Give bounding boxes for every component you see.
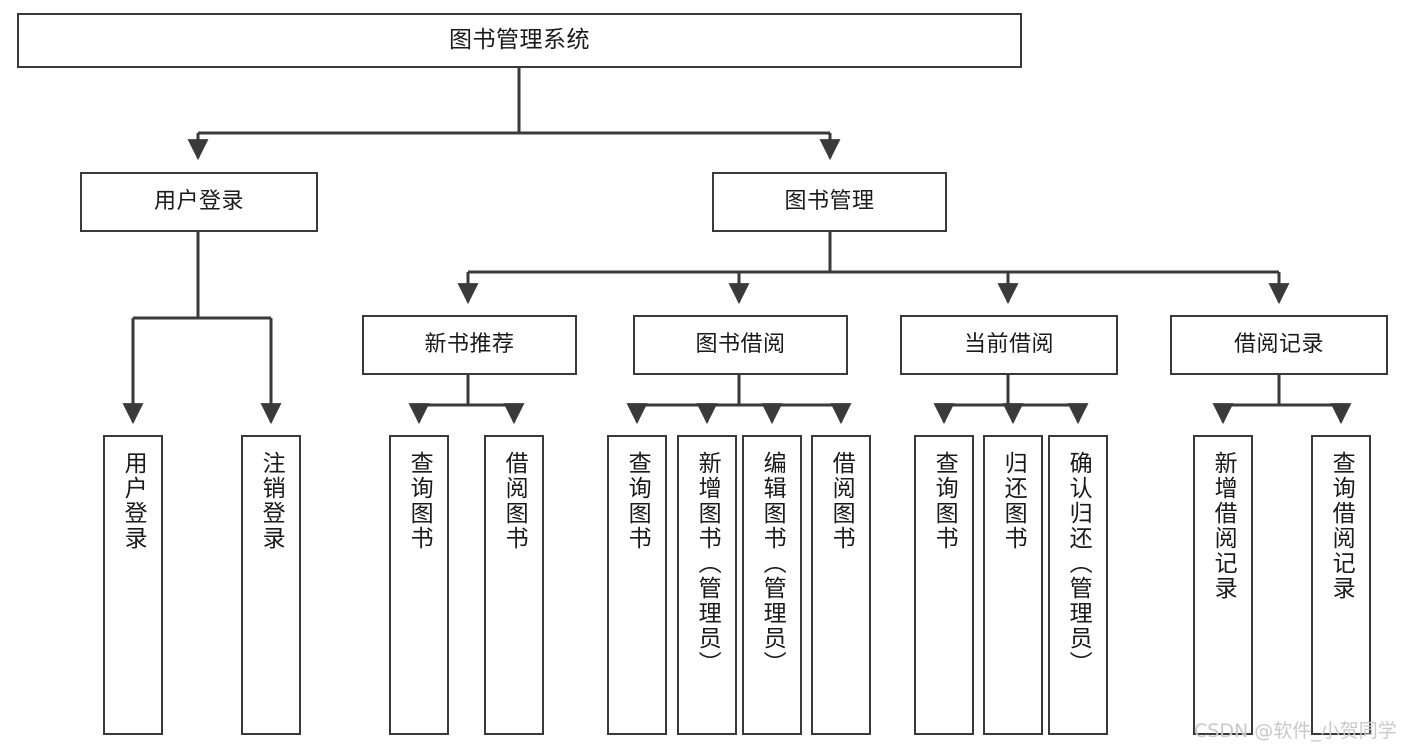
leaf-borrow-book-new[interactable]: 借阅图书 xyxy=(484,435,544,735)
node-label: 图书管理系统 xyxy=(449,26,590,53)
leaf-user-login[interactable]: 用户登录 xyxy=(103,435,163,735)
leaf-return-book[interactable]: 归还图书 xyxy=(983,435,1043,735)
leaf-query-borrow-record[interactable]: 查询借阅记录 xyxy=(1311,435,1371,735)
node-label: 当前借阅 xyxy=(963,331,1054,357)
node-label: 借阅图书 xyxy=(501,451,528,551)
leaf-edit-book-admin[interactable]: 编辑图书（管理员） xyxy=(742,435,802,735)
leaf-add-borrow-record[interactable]: 新增借阅记录 xyxy=(1193,435,1253,735)
node-label: 查询图书 xyxy=(624,451,651,551)
leaf-add-book-admin[interactable]: 新增图书（管理员） xyxy=(677,435,737,735)
node-current-borrow[interactable]: 当前借阅 xyxy=(900,315,1118,375)
node-label: 图书借阅 xyxy=(695,331,786,357)
node-label: 新增图书（管理员） xyxy=(694,451,721,676)
node-label: 新书推荐 xyxy=(424,331,515,357)
node-borrow-record[interactable]: 借阅记录 xyxy=(1170,315,1388,375)
node-label: 查询图书 xyxy=(931,451,958,551)
node-label: 注销登录 xyxy=(258,451,285,551)
node-label: 确认归还（管理员） xyxy=(1065,451,1092,676)
node-label: 新增借阅记录 xyxy=(1210,451,1237,601)
node-root-book-management-system[interactable]: 图书管理系统 xyxy=(17,13,1022,68)
node-book-borrow[interactable]: 图书借阅 xyxy=(633,315,848,375)
node-label: 用户登录 xyxy=(153,188,244,214)
leaf-query-book-current[interactable]: 查询图书 xyxy=(914,435,974,735)
node-label: 图书管理 xyxy=(784,188,875,214)
leaf-borrow-book[interactable]: 借阅图书 xyxy=(811,435,871,735)
node-new-book-recommend[interactable]: 新书推荐 xyxy=(362,315,577,375)
csdn-watermark: CSDN @软件_小贺同学 xyxy=(1194,720,1397,742)
node-user-login[interactable]: 用户登录 xyxy=(80,172,318,232)
leaf-query-book-borrow[interactable]: 查询图书 xyxy=(607,435,667,735)
node-label: 编辑图书（管理员） xyxy=(759,451,786,676)
node-label: 查询借阅记录 xyxy=(1328,451,1355,601)
node-label: 查询图书 xyxy=(406,451,433,551)
leaf-confirm-return-admin[interactable]: 确认归还（管理员） xyxy=(1048,435,1108,735)
node-label: 用户登录 xyxy=(120,451,147,551)
node-book-management[interactable]: 图书管理 xyxy=(712,172,947,232)
leaf-query-book-new[interactable]: 查询图书 xyxy=(389,435,449,735)
node-label: 借阅图书 xyxy=(828,451,855,551)
leaf-user-logout[interactable]: 注销登录 xyxy=(241,435,301,735)
node-label: 借阅记录 xyxy=(1233,331,1324,357)
node-label: 归还图书 xyxy=(1000,451,1027,551)
